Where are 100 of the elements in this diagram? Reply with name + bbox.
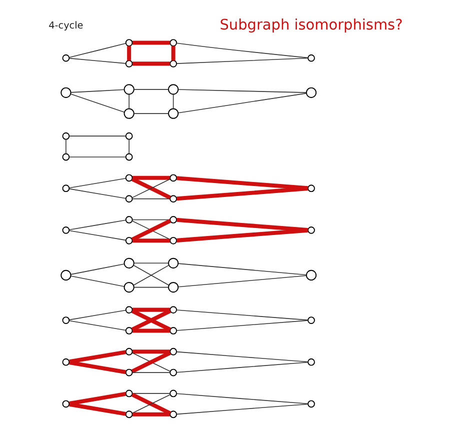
node-circle bbox=[62, 358, 70, 366]
connector bbox=[68, 220, 126, 230]
node-circle bbox=[123, 282, 134, 293]
node-circle bbox=[124, 236, 132, 244]
node-circle bbox=[62, 316, 70, 324]
node-circle bbox=[307, 358, 314, 366]
node-circle bbox=[305, 270, 316, 281]
connector bbox=[70, 264, 124, 275]
connector bbox=[132, 176, 170, 180]
connector bbox=[176, 320, 308, 331]
connector bbox=[128, 138, 129, 154]
connector bbox=[176, 58, 308, 64]
connector bbox=[176, 310, 308, 320]
connector bbox=[132, 328, 170, 333]
node-circle bbox=[62, 184, 70, 192]
connector bbox=[172, 94, 174, 110]
node-circle bbox=[62, 132, 70, 140]
connector bbox=[128, 94, 129, 110]
node-circle bbox=[124, 174, 132, 182]
connector bbox=[133, 113, 168, 114]
node-circle bbox=[169, 306, 177, 314]
node-circle bbox=[307, 400, 314, 408]
connector bbox=[133, 89, 168, 90]
node-circle bbox=[307, 54, 314, 62]
connector bbox=[68, 156, 126, 158]
connector bbox=[130, 309, 171, 332]
connector bbox=[176, 42, 308, 58]
node-circle bbox=[305, 87, 316, 98]
connector bbox=[176, 404, 308, 415]
connector bbox=[68, 230, 126, 241]
node-circle bbox=[169, 195, 177, 203]
connector bbox=[170, 46, 175, 60]
connector bbox=[132, 238, 170, 243]
node-circle bbox=[124, 306, 132, 314]
connector bbox=[65, 138, 66, 154]
connector bbox=[68, 392, 126, 406]
label: 4-cycle bbox=[48, 20, 83, 32]
node-circle bbox=[169, 368, 177, 376]
node-circle bbox=[124, 39, 132, 46]
connector bbox=[176, 218, 308, 232]
connector bbox=[132, 412, 170, 416]
node-circle bbox=[62, 153, 70, 161]
connector bbox=[176, 393, 308, 404]
node-circle bbox=[123, 258, 134, 268]
node-circle bbox=[124, 390, 132, 398]
connector bbox=[68, 43, 126, 58]
node-circle bbox=[168, 84, 178, 95]
connector bbox=[132, 62, 170, 66]
node-circle bbox=[124, 410, 132, 418]
node-circle bbox=[168, 282, 178, 293]
connector bbox=[70, 94, 124, 113]
node-circle bbox=[124, 195, 132, 203]
node-circle bbox=[307, 316, 314, 324]
connector bbox=[177, 275, 306, 288]
node-circle bbox=[60, 87, 71, 98]
connector bbox=[68, 402, 126, 416]
connector bbox=[70, 89, 124, 93]
connector bbox=[68, 178, 126, 188]
node-circle bbox=[62, 226, 70, 234]
connector bbox=[133, 286, 168, 288]
connector bbox=[132, 308, 170, 312]
connector bbox=[176, 351, 308, 362]
node-circle bbox=[124, 348, 132, 356]
connector bbox=[68, 310, 126, 320]
connector bbox=[68, 188, 126, 199]
node-circle bbox=[169, 216, 177, 224]
node-circle bbox=[169, 327, 177, 334]
node-circle bbox=[124, 153, 132, 161]
node-circle bbox=[307, 226, 314, 234]
node-circle bbox=[62, 54, 70, 62]
connector bbox=[68, 350, 126, 364]
node-circle bbox=[123, 84, 134, 95]
connector bbox=[132, 350, 170, 354]
node-circle bbox=[169, 39, 177, 46]
connector bbox=[177, 263, 306, 276]
connector bbox=[132, 393, 170, 394]
node-circle bbox=[62, 400, 70, 408]
node-circle bbox=[169, 60, 177, 68]
node-circle bbox=[124, 216, 132, 224]
node-circle bbox=[124, 327, 132, 334]
connector bbox=[126, 46, 131, 60]
connector bbox=[177, 92, 306, 114]
connector bbox=[176, 186, 308, 201]
connector bbox=[68, 58, 126, 64]
node-circle bbox=[168, 258, 178, 268]
connector bbox=[68, 320, 126, 331]
label: Subgraph isomorphisms? bbox=[219, 17, 402, 34]
connector bbox=[176, 176, 308, 190]
node-circle bbox=[124, 132, 132, 140]
connector bbox=[132, 198, 170, 200]
node-circle bbox=[169, 348, 177, 356]
connector bbox=[68, 360, 126, 374]
node-circle bbox=[169, 174, 177, 182]
node-circle bbox=[169, 236, 177, 244]
node-circle bbox=[169, 410, 177, 418]
node-circle bbox=[124, 60, 132, 68]
node-circle bbox=[168, 108, 178, 119]
connector bbox=[177, 89, 306, 93]
node-circle bbox=[169, 390, 177, 398]
connector bbox=[132, 264, 169, 286]
